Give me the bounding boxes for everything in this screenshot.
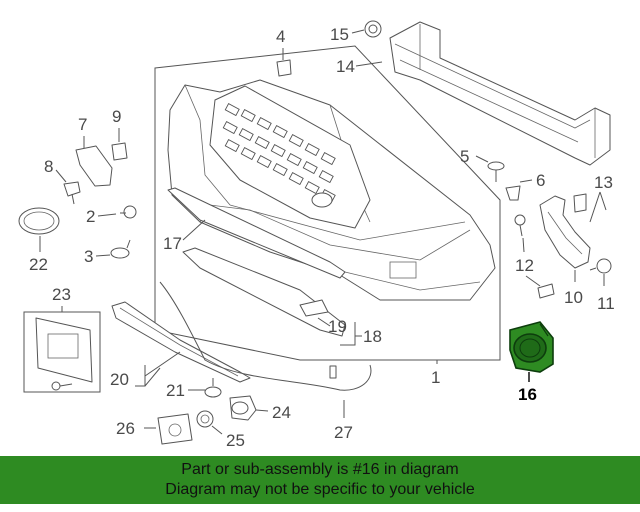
callout-3[interactable]: 3 xyxy=(84,247,93,266)
part-26-sensor-bracket[interactable] xyxy=(157,413,193,445)
part-17-lower-strip[interactable] xyxy=(167,187,346,279)
part-12-bolt[interactable] xyxy=(537,283,555,299)
part-13-clip[interactable] xyxy=(573,193,587,213)
part-6-nut[interactable] xyxy=(505,185,521,201)
part-11-grommet[interactable] xyxy=(589,258,612,274)
callout-19[interactable]: 19 xyxy=(328,317,347,336)
callout-22[interactable]: 22 xyxy=(29,255,48,274)
callout-8[interactable]: 8 xyxy=(44,157,53,176)
callout-14[interactable]: 14 xyxy=(336,57,355,76)
callout-12[interactable]: 12 xyxy=(515,256,534,275)
part-10-side-bracket[interactable] xyxy=(539,195,591,269)
callout-17[interactable]: 17 xyxy=(163,234,182,253)
part-23-screw[interactable] xyxy=(51,381,73,391)
part-4-clip[interactable] xyxy=(276,59,292,77)
banner-line-1: Part or sub-assembly is #16 in diagram xyxy=(181,461,459,478)
part-23-box xyxy=(23,311,101,393)
part-3-clip[interactable] xyxy=(110,239,131,259)
callout-26[interactable]: 26 xyxy=(116,419,135,438)
part-8-bolt[interactable] xyxy=(63,181,81,205)
callout-27[interactable]: 27 xyxy=(334,423,353,442)
callout-9[interactable]: 9 xyxy=(112,107,121,126)
callout-25[interactable]: 25 xyxy=(226,431,245,450)
callout-6[interactable]: 6 xyxy=(536,171,545,190)
part-16-fog-lamp-bezel[interactable] xyxy=(509,321,554,373)
callout-21[interactable]: 21 xyxy=(166,381,185,400)
callout-15[interactable]: 15 xyxy=(330,25,349,44)
part-27-wiring-harness[interactable] xyxy=(159,281,372,391)
callout-2[interactable]: 2 xyxy=(86,207,95,226)
parts-diagram: 15 14 4 xyxy=(18,20,615,450)
callout-7[interactable]: 7 xyxy=(78,115,87,134)
part-7-bracket[interactable] xyxy=(75,145,113,187)
callout-18[interactable]: 18 xyxy=(363,327,382,346)
part-5-screw[interactable] xyxy=(487,161,505,182)
part-15-nut[interactable] xyxy=(364,20,382,38)
callout-16[interactable]: 16 xyxy=(518,385,537,404)
part-12-screw[interactable] xyxy=(514,214,526,237)
callout-4[interactable]: 4 xyxy=(276,27,285,46)
part-2-clip[interactable] xyxy=(120,205,137,219)
callout-10[interactable]: 10 xyxy=(564,288,583,307)
part-25-sensor-ring[interactable] xyxy=(196,410,214,428)
callout-11[interactable]: 11 xyxy=(597,294,615,313)
info-banner: Part or sub-assembly is #16 in diagram D… xyxy=(0,456,640,504)
part-9-clip[interactable] xyxy=(111,142,128,161)
part-20-lower-spoiler[interactable] xyxy=(111,301,251,383)
part-24-parking-sensor[interactable] xyxy=(229,395,257,421)
part-14-reinforcement-beam[interactable] xyxy=(389,21,611,166)
callout-1[interactable]: 1 xyxy=(431,368,440,387)
banner-line-2: Diagram may not be specific to your vehi… xyxy=(165,481,475,498)
callout-13[interactable]: 13 xyxy=(594,173,613,192)
callout-20[interactable]: 20 xyxy=(110,370,129,389)
callout-24[interactable]: 24 xyxy=(272,403,291,422)
part-21-clip[interactable] xyxy=(204,378,222,398)
callout-5[interactable]: 5 xyxy=(460,147,469,166)
grille xyxy=(209,85,371,229)
callout-23[interactable]: 23 xyxy=(52,285,71,304)
part-23-license-bracket[interactable] xyxy=(35,317,93,383)
